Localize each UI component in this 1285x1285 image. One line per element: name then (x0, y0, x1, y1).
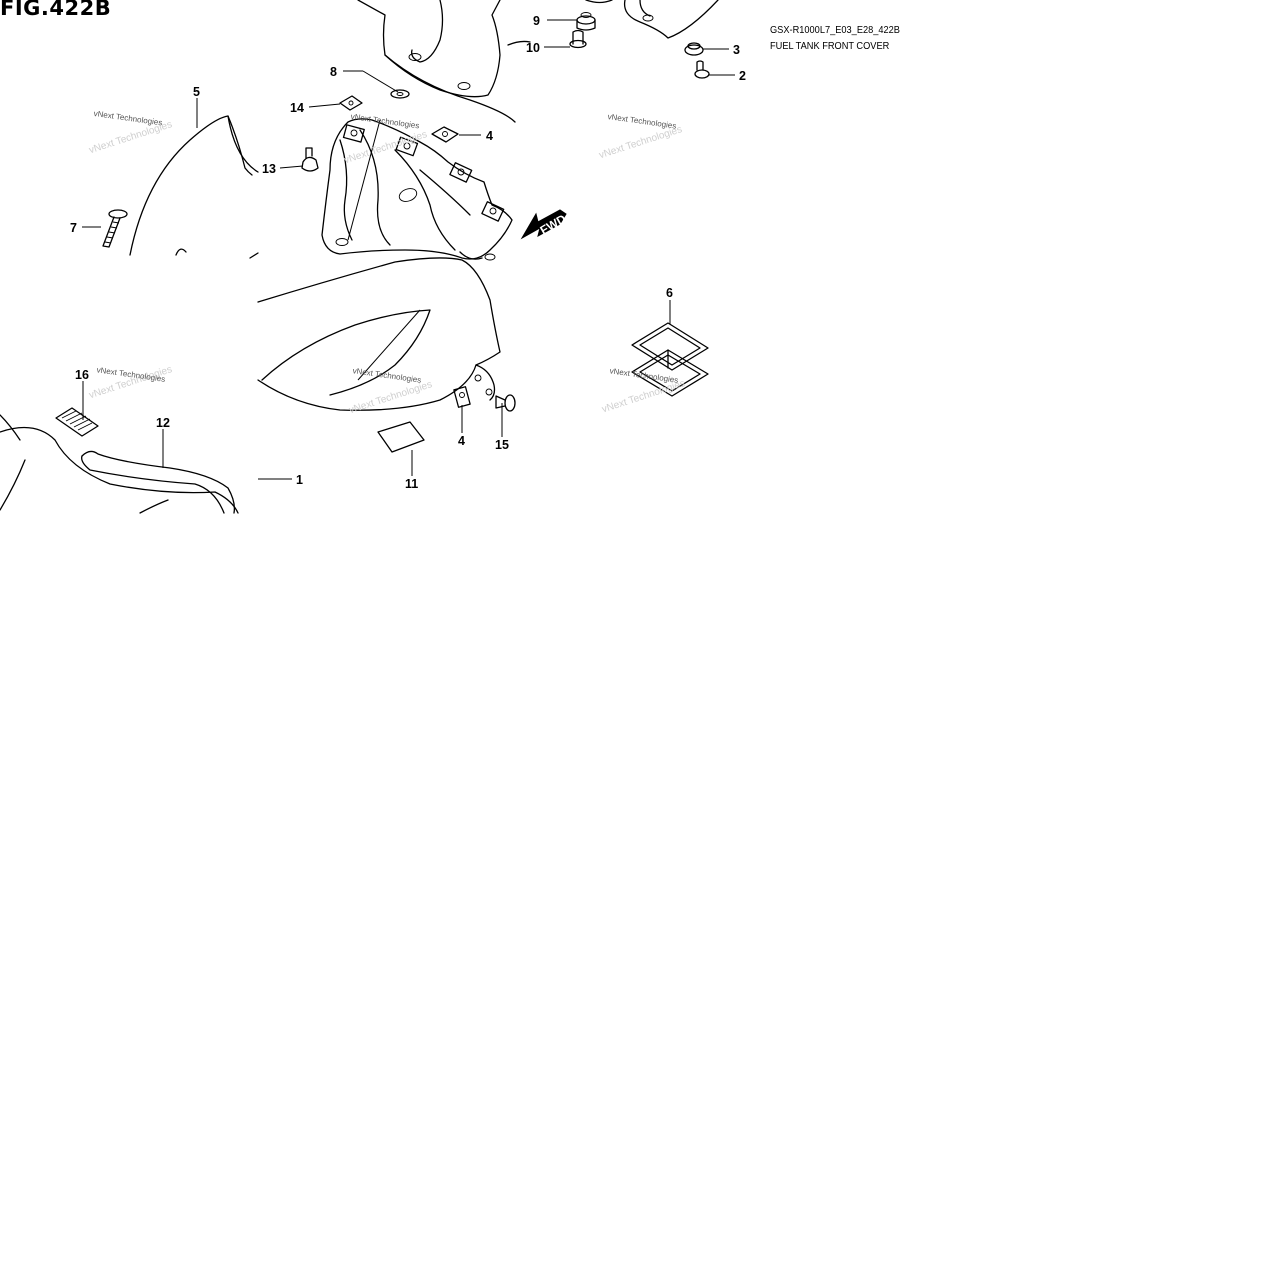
callout-labels: 1 2 3 4 4 5 6 7 8 9 10 11 12 13 14 15 16 (70, 14, 746, 491)
pad-part-11 (377, 421, 425, 453)
callout-16[interactable]: 16 (75, 368, 89, 382)
model-code-label: GSX-R1000L7_E03_E28_422B (770, 24, 900, 36)
collar-part-10 (569, 29, 587, 49)
left-fairing-part (129, 115, 259, 259)
callout-3[interactable]: 3 (733, 43, 740, 57)
watermark-text: vNext Technologies (93, 109, 163, 128)
callout-5[interactable]: 5 (193, 85, 200, 99)
decal-part-16 (55, 407, 99, 437)
upper-right-fairing (585, 0, 719, 39)
diagram-description: FUEL TANK FRONT COVER (770, 40, 890, 52)
bolt-part-7 (102, 209, 128, 248)
callout-11[interactable]: 11 (405, 477, 418, 491)
callout-10[interactable]: 10 (526, 41, 540, 55)
inner-cover-bracket (321, 118, 513, 261)
upper-cover-part (357, 0, 531, 123)
callout-4-lower[interactable]: 4 (458, 434, 465, 448)
callout-7[interactable]: 7 (70, 221, 77, 235)
grommet-part-3 (684, 42, 704, 56)
fig-title: FIG.422B (0, 0, 112, 20)
watermark-text: vNext Technologies (607, 112, 677, 131)
clip-nut-part-4-lower (453, 386, 471, 408)
callout-6[interactable]: 6 (666, 286, 673, 300)
callout-2[interactable]: 2 (739, 69, 746, 83)
nut-part-14 (339, 95, 363, 111)
callout-15[interactable]: 15 (495, 438, 509, 452)
rivet-part-15 (495, 394, 516, 412)
washer-part-8 (390, 89, 410, 99)
callout-4-upper[interactable]: 4 (486, 129, 493, 143)
callout-14[interactable]: 14 (290, 101, 304, 115)
clip-nut-part-4-upper (431, 126, 459, 143)
leader-lines (82, 19, 735, 480)
callout-12[interactable]: 12 (156, 416, 170, 430)
callout-9[interactable]: 9 (533, 14, 540, 28)
screw-part-2 (694, 60, 710, 79)
emblem-part-6 (631, 322, 709, 397)
fuel-tank-part (0, 414, 239, 514)
watermark-text: vNext Technologies (352, 366, 422, 385)
callout-13[interactable]: 13 (262, 162, 276, 176)
forward-direction-badge: FWD (520, 209, 569, 240)
main-cover-part (257, 257, 501, 411)
clip-part-13 (301, 147, 319, 172)
callout-8[interactable]: 8 (330, 65, 337, 79)
callout-1[interactable]: 1 (296, 473, 303, 487)
grommet-part-9 (576, 12, 596, 31)
watermark-text: vNext Technologies (350, 112, 420, 131)
watermarks: vNext Technologies vNext Technologies vN… (88, 109, 687, 416)
